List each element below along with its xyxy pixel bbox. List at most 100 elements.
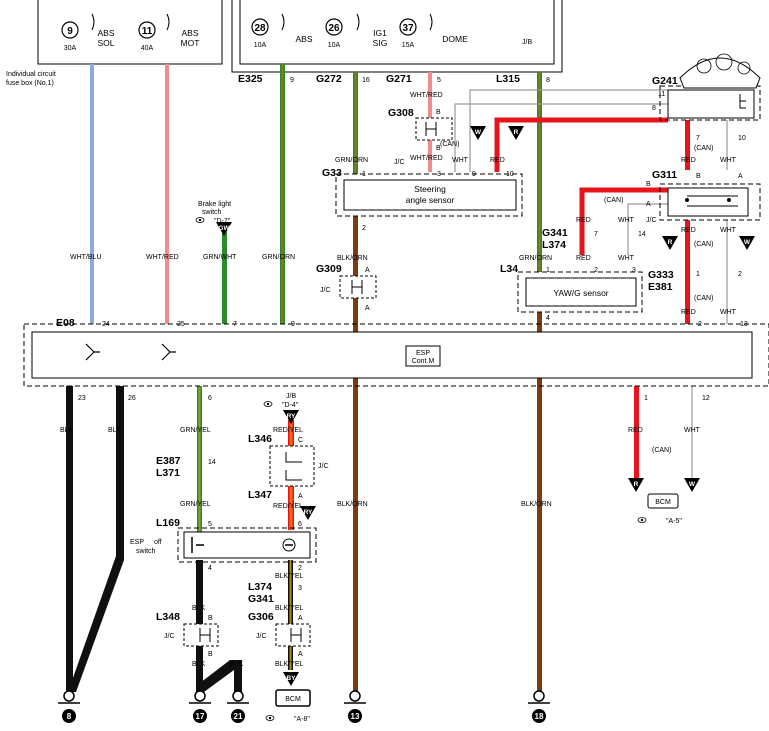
svg-text:WHT: WHT [684,427,701,434]
g311-outline [659,183,761,221]
svg-text:WHT: WHT [618,217,635,224]
steering-angle-sensor [343,179,517,211]
svg-text:RED: RED [576,217,591,224]
bcm-ref: "A-5" [666,518,682,525]
eye-icon-jb [263,401,273,407]
svg-text:1: 1 [644,395,648,402]
wire-blk-orn-g309 [353,216,358,694]
yawg-label: YAW/G sensor [553,288,608,298]
svg-text:3: 3 [632,267,636,274]
svg-text:B: B [436,145,441,152]
tag-r-1: R [508,126,524,140]
svg-text:RY: RY [287,413,296,420]
svg-text:14: 14 [208,459,216,466]
wire-blk-orn-l34 [537,312,542,694]
svg-text:RED: RED [490,157,505,164]
wire-wht-g241-11 [469,89,668,172]
tag-ry-1: RY [283,410,299,424]
ground-13: 13 [344,690,366,723]
wire-wht-g241-8 [454,103,668,172]
svg-text:10A: 10A [328,42,341,49]
svg-text:8: 8 [546,77,550,84]
svg-text:WHT: WHT [720,157,737,164]
esp-off-switch-outline [177,527,317,563]
svg-text:W: W [689,481,696,488]
svg-text:SOL: SOL [97,38,114,48]
svg-text:GRN/YEL: GRN/YEL [180,501,211,508]
svg-text:A: A [365,267,370,274]
svg-text:14: 14 [638,231,646,238]
can-label-6: (CAN) [652,447,671,454]
wire-red-g241-7 [685,120,690,170]
jc-g311 [667,187,749,217]
svg-text:RED/YEL: RED/YEL [273,503,303,510]
svg-text:GRN/YEL: GRN/YEL [180,427,211,434]
svg-text:26: 26 [128,395,136,402]
svg-text:1: 1 [362,171,366,178]
wire-blk-l348 [196,660,242,692]
svg-text:10: 10 [738,135,746,142]
wire-blk-26 [68,386,124,692]
ground-21: 21 [227,690,249,723]
fuse-box-left [37,0,223,65]
svg-text:BLK/YEL: BLK/YEL [275,661,304,668]
bcm-label-1: BCM [655,499,671,506]
svg-text:10A: 10A [254,42,267,49]
svg-text:8: 8 [67,712,72,721]
brake-switch-label1: Brake light [198,201,231,208]
can-label-4: (CAN) [694,241,713,248]
svg-text:12: 12 [702,395,710,402]
svg-text:1: 1 [546,267,550,274]
conn-e325: E325 [238,73,263,85]
svg-text:BLK: BLK [108,427,122,434]
svg-text:7: 7 [233,321,237,328]
fuse-9: 9 30A ABS SOL [61,13,115,52]
svg-text:WHT: WHT [618,255,635,262]
fuse-box-label: Individual circuit fuse box (No.1) [6,71,58,87]
svg-text:SIG: SIG [373,38,388,48]
conn-e08: E08 [56,317,75,329]
tag-ry-2: RY [300,506,316,520]
fuse-26: 26 10A IG1 SIG [325,13,388,49]
steering-angle-sensor-outline [335,173,523,217]
svg-text:5: 5 [208,521,212,528]
svg-text:BLK/YEL: BLK/YEL [275,605,304,612]
svg-text:WHT: WHT [720,227,737,234]
conn-e381: E381 [648,281,673,293]
svg-text:RED: RED [681,157,696,164]
svg-text:11: 11 [142,26,153,37]
eye-icon-bcm1 [637,517,647,523]
svg-text:R: R [668,239,673,246]
svg-text:11: 11 [658,91,665,98]
ground-17: 17 [189,690,211,723]
svg-text:ABS: ABS [97,28,114,38]
svg-text:2: 2 [362,225,366,232]
esp-off-label2: off [154,539,162,546]
svg-text:BLK: BLK [230,661,244,668]
svg-text:BLK/YEL: BLK/YEL [275,573,304,580]
conn-g341-top: G341 [542,227,568,239]
svg-text:2: 2 [698,321,702,328]
svg-text:9: 9 [291,321,295,328]
svg-text:24: 24 [102,321,110,328]
bcm2-ref: "A-8" [294,716,310,723]
svg-text:WHT: WHT [452,157,469,164]
wire-labels: WHT/BLU WHT/RED GRN/WHT GRN/ORN WHT/RED … [60,92,737,668]
svg-text:GRN/ORN: GRN/ORN [519,255,552,262]
svg-text:W: W [475,129,482,136]
svg-text:4: 4 [208,565,212,572]
esp-ctrl-label2: Cont.M [412,358,435,365]
bcm-box-1 [647,493,679,509]
steering-label1: Steering [414,184,446,194]
wire-red-g311-b [685,220,690,324]
wire-red-can-g33 [494,117,668,172]
svg-text:2: 2 [298,565,302,572]
svg-text:7: 7 [696,135,700,142]
wire-red-bcm [634,386,639,482]
fuse-11: 11 40A ABS MOT [138,13,199,52]
svg-text:B: B [208,615,213,622]
svg-text:BLK: BLK [60,427,74,434]
conn-g308: G308 [388,107,414,119]
yawg-sensor [525,277,637,307]
